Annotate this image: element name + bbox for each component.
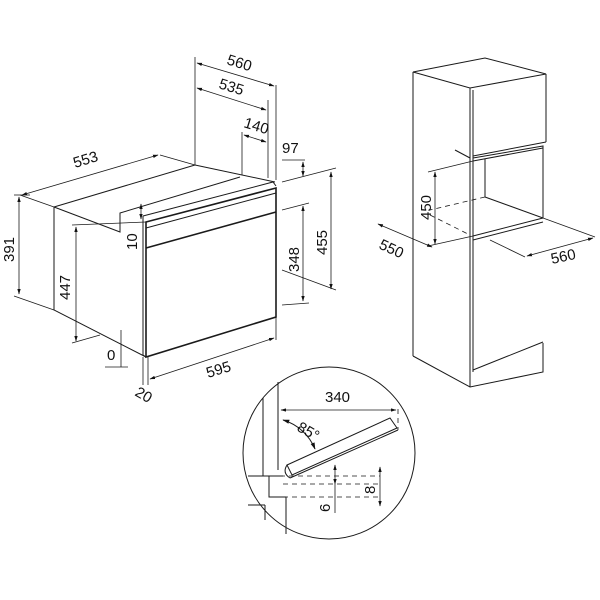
- oven-handle-line: [145, 211, 277, 249]
- dim-553: 553: [71, 148, 100, 172]
- dim-348: 348: [286, 247, 303, 272]
- dim-85-degrees: 85°: [294, 419, 322, 445]
- dim-20: 20: [132, 384, 155, 407]
- dim-560: 560: [225, 52, 254, 76]
- oven-drawing: [53, 164, 277, 359]
- dim-8: 8: [362, 486, 379, 494]
- dim-0: 0: [107, 347, 115, 364]
- dim-447: 447: [57, 275, 74, 300]
- cabinet-drawing: [412, 57, 547, 388]
- oven-front-panel: [145, 186, 277, 359]
- dim-6: 6: [317, 504, 334, 512]
- dim-595: 595: [204, 358, 233, 382]
- dim-450: 450: [418, 195, 435, 220]
- dim-97: 97: [282, 140, 299, 157]
- dim-560-cabinet: 560: [549, 246, 577, 268]
- dim-455: 455: [314, 230, 331, 255]
- oven-dimensions: 553 391 447 10 0 20 595 560 535 140 97: [1, 52, 337, 407]
- dim-140: 140: [242, 115, 271, 139]
- dim-340: 340: [325, 389, 350, 406]
- cabinet-dimensions: 450 550 560: [376, 160, 596, 268]
- dim-535: 535: [217, 76, 246, 100]
- dim-10: 10: [124, 233, 141, 250]
- door-detail: 340 85° 6 8: [242, 366, 416, 540]
- dim-391: 391: [1, 237, 18, 262]
- dim-550: 550: [376, 236, 406, 262]
